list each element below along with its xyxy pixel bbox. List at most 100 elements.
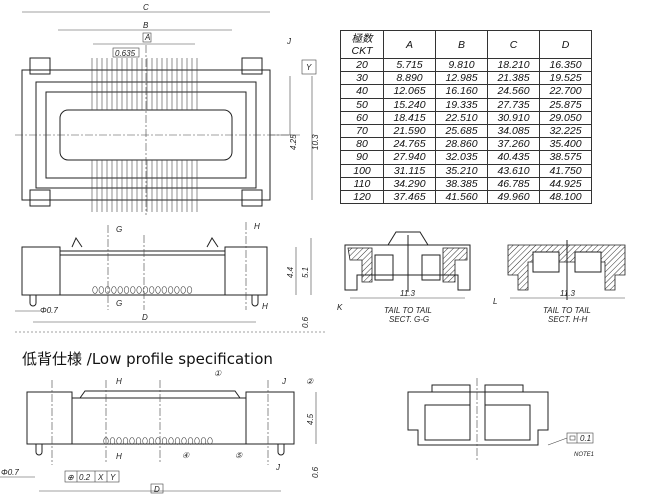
- cell-c: 37.260: [487, 137, 540, 152]
- header-c: C: [487, 30, 540, 59]
- dim-d: D: [142, 313, 148, 322]
- contact-lead: [168, 437, 174, 445]
- dim-4-5: 4.5: [306, 413, 315, 425]
- dim-10-3: 10.3: [311, 134, 320, 150]
- cell-b: 25.685: [435, 123, 488, 139]
- contact-lead: [92, 286, 98, 294]
- cell-ckt: 20: [340, 57, 384, 73]
- cell-a: 21.590: [383, 123, 436, 139]
- cell-ckt: 100: [340, 163, 384, 178]
- cell-a: 5.715: [383, 57, 436, 73]
- cell-b: 16.160: [435, 84, 488, 99]
- sect-h-h-label: SECT. H-H: [548, 315, 587, 324]
- contact-lead: [207, 437, 213, 445]
- cell-d: 32.225: [539, 123, 592, 139]
- cell-c: 27.735: [487, 97, 540, 112]
- contact-lead: [111, 286, 117, 294]
- cell-a: 24.765: [383, 137, 436, 152]
- cell-c: 49.960: [487, 189, 540, 205]
- cell-ckt: 120: [340, 189, 384, 205]
- cell-ckt: 40: [340, 84, 384, 99]
- svg-text:Y: Y: [110, 473, 116, 482]
- contact-lead: [180, 286, 186, 294]
- cell-d: 19.525: [539, 71, 592, 86]
- contact-lead: [155, 286, 161, 294]
- cell-a: 18.415: [383, 110, 436, 125]
- cell-a: 15.240: [383, 97, 436, 112]
- sect-g-g-label: SECT. G-G: [389, 315, 429, 324]
- dim-b: B: [143, 21, 149, 30]
- cell-a: 31.115: [383, 163, 436, 178]
- dim-a: A: [144, 33, 150, 42]
- contact-lead: [104, 286, 111, 294]
- cell-ckt: 90: [340, 150, 384, 165]
- cell-c: 43.610: [487, 163, 540, 178]
- section-g-bottom: G: [116, 299, 122, 308]
- flatness-value: 0.1: [580, 434, 591, 443]
- contact-lead: [117, 286, 123, 294]
- contact-lead: [148, 437, 155, 445]
- cell-d: 38.575: [539, 150, 592, 165]
- contact-lead: [168, 286, 174, 294]
- cell-b: 12.985: [435, 71, 488, 86]
- position-tolerance-frame: ⊕ 0.2 X Y: [64, 470, 120, 483]
- cell-b: 41.560: [435, 189, 488, 205]
- cell-d: 22.700: [539, 84, 592, 99]
- cell-d: 16.350: [539, 57, 592, 73]
- section-h-h: 11.3 TAIL TO TAIL SECT. H-H L: [493, 240, 626, 324]
- cell-a: 8.890: [383, 71, 436, 86]
- contact-lead: [129, 437, 135, 445]
- contact-lead: [149, 286, 155, 294]
- header-b: B: [435, 30, 488, 59]
- contact-lead: [116, 437, 122, 445]
- cell-b: 28.860: [435, 137, 488, 152]
- contact-lead: [142, 286, 148, 294]
- dim-c: C: [143, 3, 149, 12]
- svg-text:X: X: [97, 473, 104, 482]
- note-1: NOTE1: [574, 452, 594, 458]
- cell-b: 22.510: [435, 110, 488, 125]
- dim-pitch: 0.635: [115, 49, 136, 58]
- contact-lead: [200, 437, 207, 445]
- lp-label-j-bottom: J: [275, 463, 281, 472]
- contact-lead: [186, 286, 193, 294]
- cell-c: 30.910: [487, 110, 540, 125]
- contact-lead: [194, 437, 200, 445]
- cell-b: 32.035: [435, 150, 488, 165]
- label-l: L: [493, 297, 497, 306]
- cell-d: 41.750: [539, 163, 592, 178]
- tail-to-tail-g: TAIL TO TAIL: [384, 306, 432, 315]
- section-h-bottom: H: [262, 302, 268, 311]
- contact-lead: [174, 286, 180, 294]
- contact-lead: [142, 437, 148, 445]
- dim-4-4: 4.4: [286, 266, 295, 278]
- label-j: J: [286, 37, 292, 46]
- dim-0-6: 0.6: [301, 316, 310, 328]
- lp-section-h-top: H: [116, 377, 122, 386]
- cell-c: 40.435: [487, 150, 540, 165]
- cell-c: 24.560: [487, 84, 540, 99]
- cell-c: 18.210: [487, 57, 540, 73]
- lp-dim-pin-dia: Φ0.7: [1, 468, 19, 477]
- dim-11-3-g: 11.3: [400, 289, 416, 298]
- cell-b: 35.210: [435, 163, 488, 178]
- low-profile-title: 低背仕様 /Low profile specification: [22, 350, 273, 368]
- contact-lead: [174, 437, 181, 445]
- lp-label-j-top: J: [281, 377, 287, 386]
- low-profile-side-view: H H J J ① ② ④ ⑤ 4.5 0.6 Φ0.7 ⊕ 0.2 X Y D: [0, 369, 320, 494]
- lp-section-h-bottom: H: [116, 452, 122, 461]
- header-a: A: [383, 30, 436, 59]
- label-k: K: [337, 303, 343, 312]
- contact-lead: [187, 437, 194, 445]
- datum-y: Y: [306, 63, 312, 72]
- cell-d: 25.875: [539, 97, 592, 112]
